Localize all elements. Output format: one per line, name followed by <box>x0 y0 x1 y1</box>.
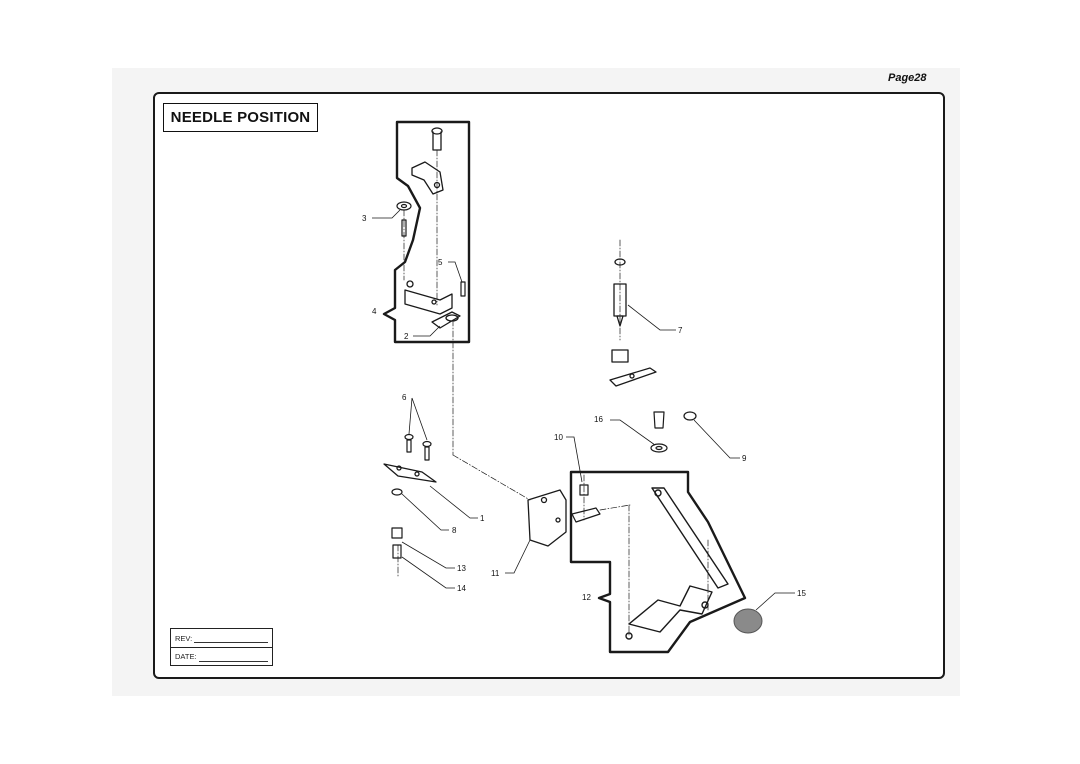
part-4-bracket <box>404 280 453 315</box>
callout-16: 16 <box>594 415 603 424</box>
callout-10: 10 <box>554 433 563 442</box>
revision-block: REV: DATE: <box>170 628 273 666</box>
group-outline-upper <box>382 120 471 344</box>
part-3-screw <box>396 201 412 237</box>
part-7-shaft <box>609 258 657 387</box>
callout-9: 9 <box>742 454 747 463</box>
part-16-washer <box>650 411 668 453</box>
part-15-knob <box>733 608 763 634</box>
callout-11: 11 <box>491 569 500 578</box>
part-12-lever <box>625 487 729 640</box>
date-label: DATE: <box>175 652 197 661</box>
drawing-frame <box>153 92 945 679</box>
callout-labels: 3 5 4 2 7 6 16 9 10 1 8 13 14 11 12 15 <box>362 214 806 602</box>
callout-12: 12 <box>582 593 591 602</box>
callout-4: 4 <box>372 307 377 316</box>
callout-3: 3 <box>362 214 367 223</box>
callout-13: 13 <box>457 564 466 573</box>
callout-15: 15 <box>797 589 806 598</box>
callout-14: 14 <box>457 584 466 593</box>
rev-label: REV: <box>175 633 193 643</box>
part-2-plate <box>431 311 461 329</box>
date-row: DATE: <box>171 647 272 665</box>
part-1-plate <box>383 463 437 483</box>
callout-6: 6 <box>402 393 407 402</box>
rev-row: REV: <box>171 629 272 647</box>
part-9-clip <box>683 411 697 421</box>
callout-2: 2 <box>404 332 409 341</box>
page-title: NEEDLE POSITION <box>163 103 318 132</box>
page-number: Page28 <box>888 72 927 84</box>
part-13-14-screws <box>391 527 403 559</box>
date-blank-line <box>198 652 268 662</box>
part-6-screws <box>404 433 432 461</box>
group-outline-lower <box>569 470 747 654</box>
callout-7: 7 <box>678 326 683 335</box>
part-8-nut <box>391 488 403 496</box>
callout-5: 5 <box>438 258 443 267</box>
part-5-screw <box>460 281 466 297</box>
part-11-bracket <box>527 489 567 547</box>
callout-8: 8 <box>452 526 457 535</box>
callout-1: 1 <box>480 514 485 523</box>
rev-blank-line <box>194 633 268 643</box>
part-10-pin <box>571 484 601 523</box>
part-top-pin <box>431 127 443 151</box>
part-lever <box>411 161 444 195</box>
